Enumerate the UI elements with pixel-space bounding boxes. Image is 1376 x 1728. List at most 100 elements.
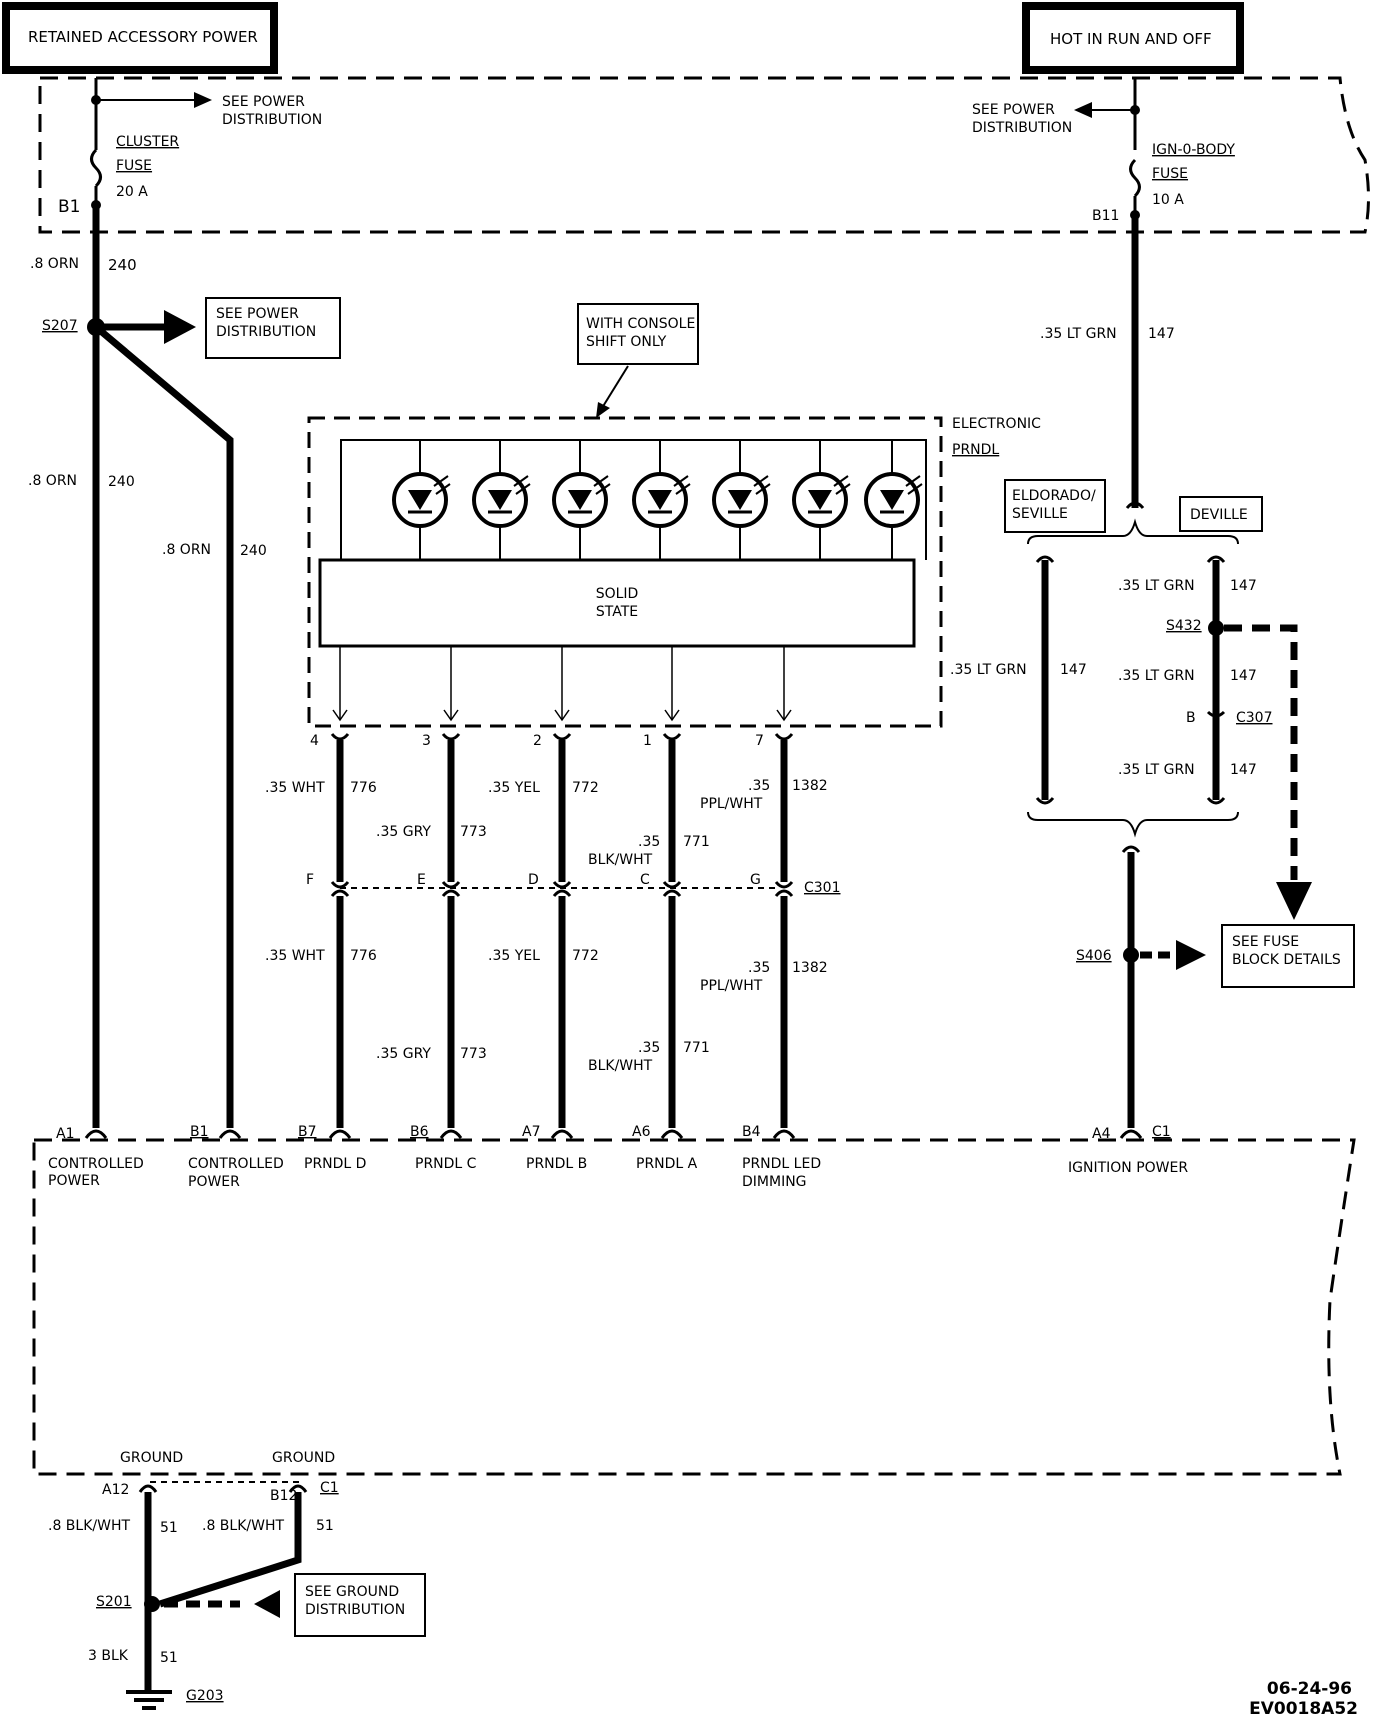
lower-771-circuit: 771 bbox=[683, 1040, 710, 1056]
wire1-circuit: 240 bbox=[108, 256, 137, 274]
ign-fuse-label-3: 10 A bbox=[1152, 192, 1184, 208]
el-size: .35 LT GRN bbox=[950, 662, 1027, 678]
ground-w2-size: .8 BLK/WHT bbox=[202, 1518, 284, 1534]
cluster-pin-c1: C1 bbox=[320, 1480, 339, 1496]
ign-fuse-symbol bbox=[1129, 158, 1141, 198]
wire2-circuit: 240 bbox=[108, 474, 135, 490]
console-note-1: WITH CONSOLE bbox=[586, 316, 695, 332]
lower-776-size: .35 WHT bbox=[265, 948, 325, 964]
right-bottom-break bbox=[1121, 845, 1141, 853]
lower-1382-size-1: .35 bbox=[748, 960, 770, 976]
see-power-right-1: SEE POWER bbox=[972, 102, 1055, 118]
eldorado-2: SEVILLE bbox=[1012, 506, 1068, 522]
pin-b11-label: B11 bbox=[1092, 208, 1119, 224]
prndl-outputs bbox=[332, 646, 792, 722]
cluster-fuse-label-3: 20 A bbox=[116, 184, 148, 200]
cluster-label-b4-2: DIMMING bbox=[742, 1174, 807, 1190]
prndl-title-1: ELECTRONIC bbox=[952, 416, 1041, 432]
prndl-pin-3: 3 bbox=[422, 733, 431, 749]
ground-wire-b12 bbox=[158, 1492, 302, 1608]
cluster-connectors bbox=[84, 1129, 1143, 1139]
ground-point-label: G203 bbox=[186, 1688, 224, 1704]
upper-776-circuit: 776 bbox=[350, 780, 377, 796]
upper-771-size-1: .35 bbox=[638, 834, 660, 850]
ign-fuse-label-1: IGN-0-BODY bbox=[1152, 142, 1235, 158]
cluster-ground-2: GROUND bbox=[272, 1450, 335, 1466]
console-note-2: SHIFT ONLY bbox=[586, 334, 667, 350]
fuse-block-outline bbox=[38, 76, 1370, 234]
s201-arrow bbox=[254, 1590, 280, 1618]
prndl-output-arrow bbox=[776, 646, 792, 722]
right-top-circuit: 147 bbox=[1148, 326, 1175, 342]
cluster-label-b6: PRNDL C bbox=[415, 1156, 477, 1172]
eldorado-1: ELDORADO/ bbox=[1012, 488, 1096, 504]
hot-header-text: HOT IN RUN AND OFF bbox=[1050, 30, 1212, 48]
prndl-wire bbox=[774, 733, 794, 1128]
cluster-pin-b1: B1 bbox=[190, 1124, 209, 1140]
prndl-output-arrow bbox=[332, 646, 348, 722]
upper-773-circuit: 773 bbox=[460, 824, 487, 840]
s207-arrow bbox=[164, 310, 196, 344]
cluster-pin-b6: B6 bbox=[410, 1124, 429, 1140]
cluster-pin-connector bbox=[660, 1129, 684, 1139]
see-power-box bbox=[205, 297, 341, 359]
c301-pin-d: D bbox=[528, 872, 539, 888]
cluster-fuse-label-2: FUSE bbox=[116, 158, 152, 174]
deville-break-top bbox=[1206, 555, 1226, 563]
console-note-leader bbox=[601, 365, 629, 409]
ign-fuse-label-2: FUSE bbox=[1152, 166, 1188, 182]
prndl-wire bbox=[330, 733, 350, 1128]
splice-s201-label: S201 bbox=[96, 1594, 132, 1610]
footer-date: 06-24-96 bbox=[1267, 1679, 1352, 1699]
cluster-pin-connector bbox=[439, 1129, 463, 1139]
cluster-label-a1-1: CONTROLLED bbox=[48, 1156, 144, 1172]
see-fuse-2: BLOCK DETAILS bbox=[1232, 952, 1341, 968]
led-diode-icon bbox=[472, 440, 531, 560]
eldorado-box bbox=[1004, 479, 1106, 533]
dv2-circuit: 147 bbox=[1230, 668, 1257, 684]
cluster-pin-connector bbox=[328, 1129, 352, 1139]
cluster-label-ign: IGNITION POWER bbox=[1068, 1160, 1188, 1176]
lower-772-circuit: 772 bbox=[572, 948, 599, 964]
see-power-right-2: DISTRIBUTION bbox=[972, 120, 1072, 136]
c307-label: C307 bbox=[1236, 710, 1273, 726]
see-power-left-2: DISTRIBUTION bbox=[222, 112, 322, 128]
see-ground-1: SEE GROUND bbox=[305, 1584, 399, 1600]
solid-state-1: SOLID bbox=[596, 586, 639, 602]
lower-771-size-1: .35 bbox=[638, 1040, 660, 1056]
prndl-pin-1: 1 bbox=[643, 733, 652, 749]
variant-brace-top bbox=[1027, 518, 1239, 545]
upper-771-size-2: BLK/WHT bbox=[588, 852, 653, 868]
led-diode-icon bbox=[712, 440, 771, 560]
upper-771-circuit: 771 bbox=[683, 834, 710, 850]
left-fuse-arrow bbox=[194, 92, 212, 108]
see-ground-2: DISTRIBUTION bbox=[305, 1602, 405, 1618]
upper-1382-size-2: PPL/WHT bbox=[700, 796, 763, 812]
ground-w3-circuit: 51 bbox=[160, 1650, 178, 1666]
upper-776-size: .35 WHT bbox=[265, 780, 325, 796]
lower-772-size: .35 YEL bbox=[488, 948, 540, 964]
led-diode-icon bbox=[552, 440, 611, 560]
cluster-pin-connector bbox=[84, 1129, 108, 1139]
cluster-pin-b4: B4 bbox=[742, 1124, 761, 1140]
cluster-pin-a7: A7 bbox=[522, 1124, 540, 1140]
dv2-size: .35 LT GRN bbox=[1118, 668, 1195, 684]
eldorado-break-top bbox=[1035, 555, 1055, 563]
pin-b1-label: B1 bbox=[58, 197, 80, 217]
cluster-fuse-symbol bbox=[90, 148, 102, 188]
lower-1382-circuit: 1382 bbox=[792, 960, 828, 976]
cluster-pin-c1-top: C1 bbox=[1152, 1124, 1171, 1140]
prndl-output-arrow bbox=[554, 646, 570, 722]
deville-box bbox=[1179, 496, 1263, 532]
splice-s406 bbox=[1123, 947, 1139, 963]
ground-w1-circuit: 51 bbox=[160, 1520, 178, 1536]
see-ground-box bbox=[294, 1573, 426, 1637]
c301-label: C301 bbox=[804, 880, 841, 896]
dv1-size: .35 LT GRN bbox=[1118, 578, 1195, 594]
c301-pin-f: F bbox=[306, 872, 314, 888]
prndl-pin-7: 7 bbox=[755, 733, 764, 749]
splice-s207-label: S207 bbox=[42, 318, 78, 334]
cluster-pin-b12: B12 bbox=[270, 1488, 297, 1504]
ground-pin-b12 bbox=[288, 1484, 308, 1493]
